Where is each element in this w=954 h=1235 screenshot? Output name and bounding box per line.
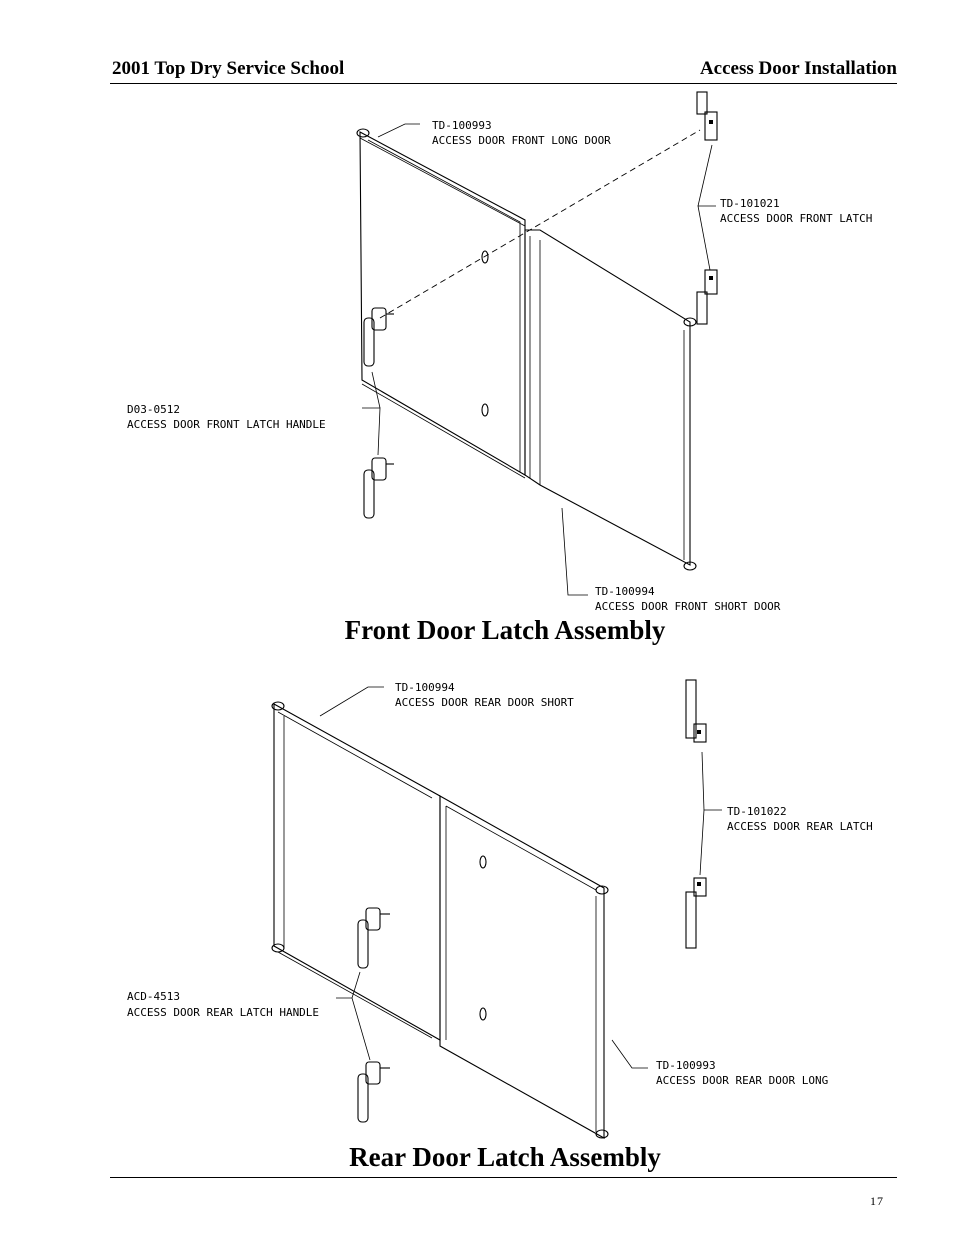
- rear-latch-bottom: [685, 877, 707, 949]
- rear-label-handle-desc: ACCESS DOOR REAR LATCH HANDLE: [127, 1006, 319, 1019]
- rear-short-door: [271, 701, 441, 1041]
- rear-label-handle-code: ACD-4513: [127, 990, 180, 1003]
- rear-assembly-caption: Rear Door Latch Assembly: [349, 1142, 661, 1172]
- front-short-door: [524, 229, 697, 571]
- front-label-long-door-desc: ACCESS DOOR FRONT LONG DOOR: [432, 134, 611, 147]
- rear-label-long-door-code: TD-100993: [656, 1059, 716, 1072]
- front-assembly-drawing: TD-100993 ACCESS DOOR FRONT LONG DOOR TD…: [127, 91, 872, 613]
- rear-label-long-door-desc: ACCESS DOOR REAR DOOR LONG: [656, 1074, 828, 1087]
- rear-latch-top: [685, 679, 707, 743]
- rear-label-latch-code: TD-101022: [727, 805, 787, 818]
- rear-label-short-door-desc: ACCESS DOOR REAR DOOR SHORT: [395, 696, 574, 709]
- front-handle-bottom: [363, 457, 394, 519]
- front-label-latch-desc: ACCESS DOOR FRONT LATCH: [720, 212, 872, 225]
- front-label-short-door-desc: ACCESS DOOR FRONT SHORT DOOR: [595, 600, 781, 613]
- rear-label-short-door-code: TD-100994: [395, 681, 455, 694]
- rear-long-door: [439, 795, 609, 1139]
- front-label-latch-code: TD-101021: [720, 197, 780, 210]
- front-latch-top: [696, 91, 718, 141]
- front-label-long-door-code: TD-100993: [432, 119, 492, 132]
- rear-handle-bottom: [357, 1061, 390, 1123]
- header-left-title: 2001 Top Dry Service School: [112, 58, 345, 79]
- rear-handle-top: [357, 907, 390, 969]
- front-label-handle-desc: ACCESS DOOR FRONT LATCH HANDLE: [127, 418, 326, 431]
- header-right-title: Access Door Installation: [699, 58, 897, 79]
- front-latch-bottom: [696, 269, 718, 325]
- front-assembly-caption: Front Door Latch Assembly: [344, 615, 666, 645]
- header-rule: [110, 83, 897, 84]
- front-long-door: [356, 128, 526, 479]
- front-label-handle-code: D03-0512: [127, 403, 180, 416]
- page-number: 17: [870, 1194, 884, 1208]
- footer-rule: [110, 1177, 897, 1178]
- rear-assembly-drawing: TD-100994 ACCESS DOOR REAR DOOR SHORT TD…: [127, 679, 873, 1139]
- front-label-short-door-code: TD-100994: [595, 585, 655, 598]
- rear-label-latch-desc: ACCESS DOOR REAR LATCH: [727, 820, 873, 833]
- front-handle-top: [363, 307, 394, 367]
